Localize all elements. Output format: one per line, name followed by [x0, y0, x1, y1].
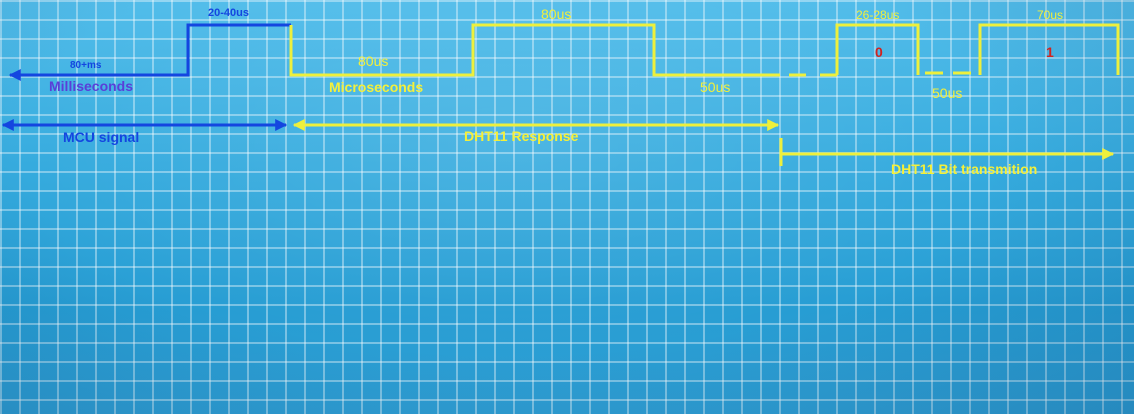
milliseconds-label: Milliseconds [49, 78, 134, 94]
bit1-value-label: 1 [1046, 44, 1054, 60]
microseconds-label: Microseconds [329, 79, 424, 95]
mcu-waveform [8, 23, 291, 81]
bit1-high-duration-label: 70us [1037, 8, 1064, 22]
bit0-high-pulse [835, 23, 920, 75]
mcu-signal-label: MCU signal [63, 129, 140, 145]
bit0-high-duration-label: 26-28us [856, 8, 900, 22]
bit-low-duration-label: 50us [700, 79, 731, 95]
bit1-high-pulse [978, 23, 1120, 75]
mcu-high-duration-label: 20-40us [208, 7, 249, 19]
response-low-duration-label: 80us [358, 53, 389, 69]
response-high-duration-label: 80us [541, 6, 572, 22]
bit-between-low-duration-label: 50us [932, 85, 963, 101]
bit-transmission-label: DHT11 Bit transmition [891, 161, 1038, 177]
dht11-response-label: DHT11 Response [464, 128, 579, 144]
mcu-low-duration-label: 80+ms [70, 60, 102, 71]
bit0-value-label: 0 [875, 44, 883, 60]
dht11-response-waveform [289, 23, 780, 77]
